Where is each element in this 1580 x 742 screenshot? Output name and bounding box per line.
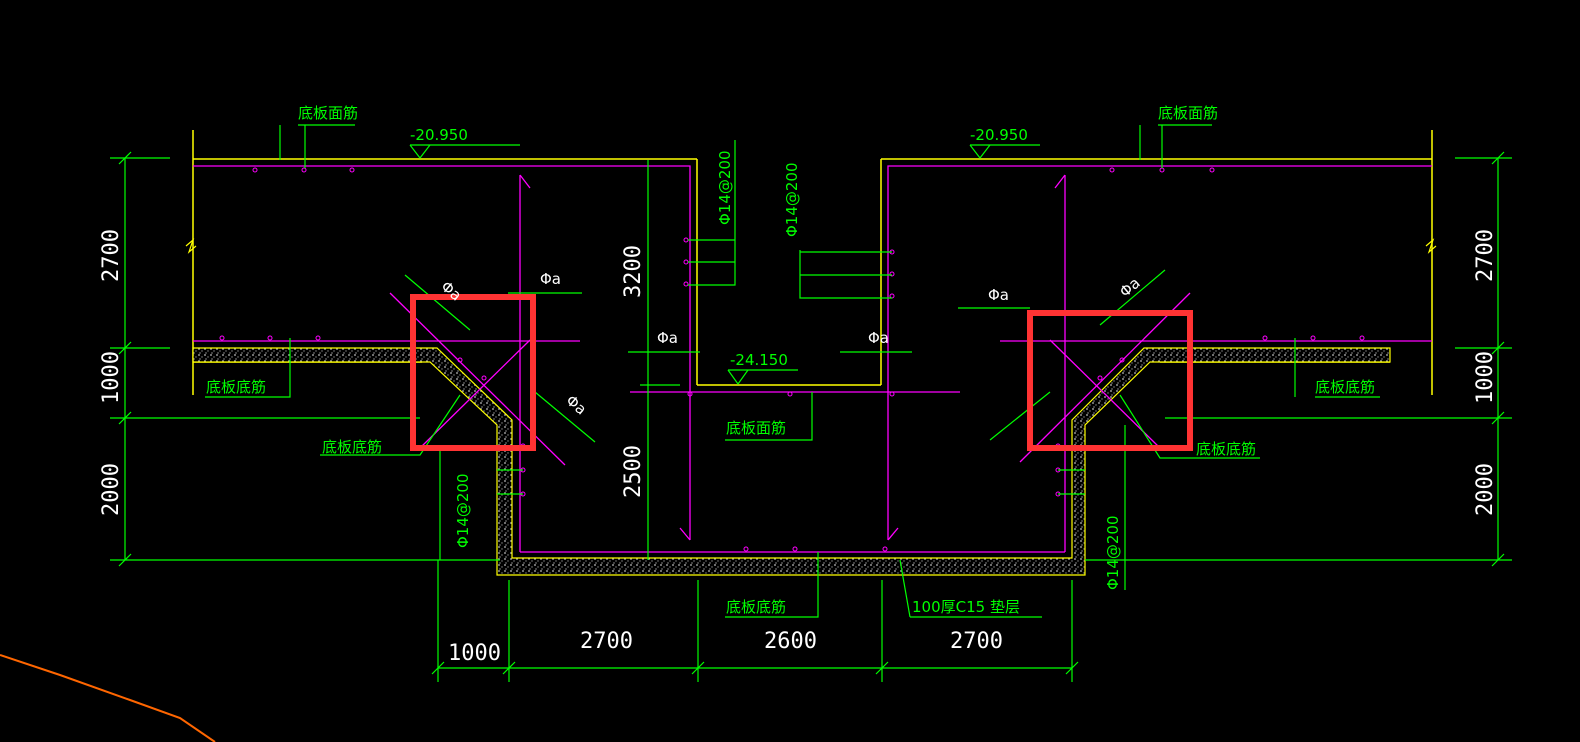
- note-wall-right-lower: Φ14@200: [1104, 515, 1122, 590]
- phi-a-label-1: Φa: [540, 270, 561, 288]
- dim-bottom-2700-b: 2700: [950, 629, 1003, 654]
- elevation-top-right: -20.950: [970, 126, 1028, 144]
- label-slab-bottom-bar-right-lower: 底板底筋: [1196, 440, 1256, 458]
- dim-right-2000: 2000: [1473, 463, 1498, 516]
- rebar-labels: 底板面筋 底板面筋 底板面筋 底板底筋 底板底筋 底板底筋 底板底筋 底板底筋 …: [206, 104, 1375, 616]
- dim-center-3200: 3200: [621, 245, 646, 298]
- cushion-layer: [192, 347, 1391, 576]
- note-wall-right-upper: Φ14@200: [783, 162, 801, 237]
- label-slab-bottom-bar-center: 底板底筋: [726, 598, 786, 616]
- dimension-lines: [110, 124, 1512, 682]
- note-wall-left-upper: Φ14@200: [716, 150, 734, 225]
- phi-a-label-4: Φa: [988, 286, 1009, 304]
- phi-a-label-5: Φa: [437, 277, 465, 304]
- stray-polyline: [0, 654, 216, 742]
- label-slab-top-bar-left: 底板面筋: [298, 104, 358, 122]
- dim-right-1000: 1000: [1473, 351, 1498, 404]
- wall-rebar-notes: Φ14@200 Φ14@200 Φ14@200 Φ14@200: [454, 150, 1122, 590]
- label-slab-bottom-bar-left: 底板底筋: [206, 378, 266, 396]
- break-symbols: [185, 238, 1437, 254]
- label-slab-bottom-bar-right: 底板底筋: [1315, 378, 1375, 396]
- dim-bottom-2600: 2600: [764, 629, 817, 654]
- label-slab-top-bar-center: 底板面筋: [726, 419, 786, 437]
- dim-left-2700: 2700: [99, 229, 124, 282]
- label-slab-bottom-bar-left-lower: 底板底筋: [322, 438, 382, 456]
- phi-a-label-6: Φa: [562, 391, 590, 418]
- dim-center-2500: 2500: [621, 445, 646, 498]
- phi-a-label-2: Φa: [657, 329, 678, 347]
- dim-bottom-2700-a: 2700: [580, 629, 633, 654]
- phi-a-label-7: Φa: [1116, 274, 1144, 301]
- elevation-pit-bottom: -24.150: [730, 351, 788, 369]
- elevation-top-left: -20.950: [410, 126, 468, 144]
- highlight-box-left: [410, 294, 536, 451]
- highlight-box-right: [1027, 310, 1193, 451]
- phi-a-label-3: Φa: [868, 329, 889, 347]
- highlight-boxes: [410, 294, 1193, 451]
- dim-left-1000: 1000: [99, 351, 124, 404]
- dim-left-2000: 2000: [99, 463, 124, 516]
- rebar-lines: [193, 165, 1432, 553]
- dim-right-2700: 2700: [1473, 229, 1498, 282]
- label-slab-top-bar-right: 底板面筋: [1158, 104, 1218, 122]
- dimension-labels: 2700 1000 2000 2700 1000 2000 3200 2500 …: [99, 229, 1498, 666]
- dim-bottom-1000: 1000: [448, 641, 501, 666]
- label-cushion: 100厚C15 垫层: [912, 598, 1020, 616]
- note-wall-left-lower: Φ14@200: [454, 473, 472, 548]
- elevation-labels: -20.950 -20.950 -24.150: [410, 126, 1028, 369]
